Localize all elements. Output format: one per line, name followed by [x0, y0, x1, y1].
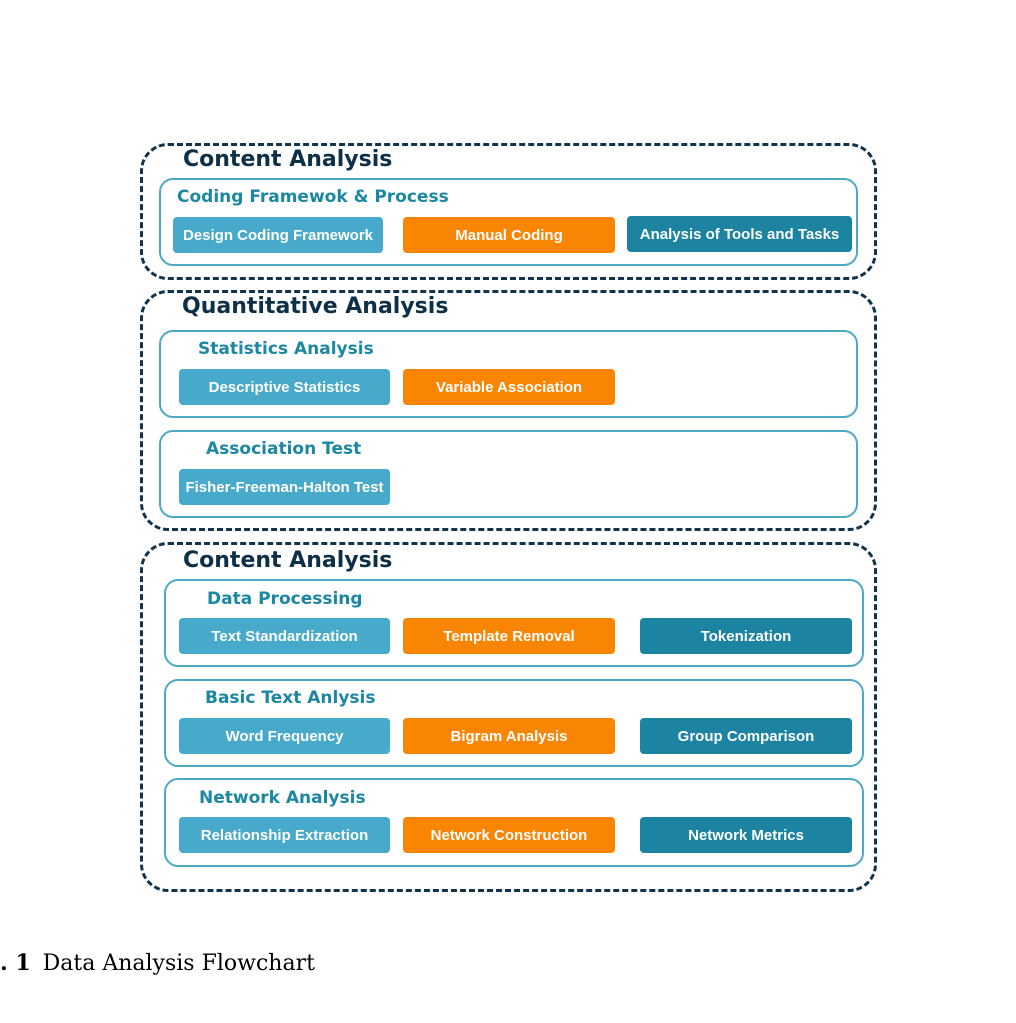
group-title: Basic Text Anlysis — [205, 688, 376, 708]
section-title: Quantitative Analysis — [182, 294, 449, 319]
section-content-analysis-2 — [140, 542, 877, 892]
section-quantitative-analysis — [140, 290, 877, 531]
section-title: Content Analysis — [183, 548, 393, 573]
analysis-of-tools-and-tasks-box: Analysis of Tools and Tasks — [627, 216, 852, 252]
bigram-analysis-box: Bigram Analysis — [403, 718, 615, 754]
relationship-extraction-box: Relationship Extraction — [179, 817, 390, 853]
figure-caption: . 1 Data Analysis Flowchart — [0, 950, 315, 976]
section-title: Content Analysis — [183, 147, 393, 172]
group-title: Coding Framewok & Process — [177, 187, 449, 207]
caption-text: Data Analysis Flowchart — [42, 951, 315, 976]
network-metrics-box: Network Metrics — [640, 817, 852, 853]
group-title: Association Test — [206, 439, 362, 459]
word-frequency-box: Word Frequency — [179, 718, 390, 754]
variable-association-box: Variable Association — [403, 369, 615, 405]
group-title: Network Analysis — [199, 788, 366, 808]
group-title: Data Processing — [207, 589, 363, 609]
descriptive-statistics-box: Descriptive Statistics — [179, 369, 390, 405]
manual-coding-box: Manual Coding — [403, 217, 615, 253]
tokenization-box: Tokenization — [640, 618, 852, 654]
fisher-freeman-halton-test-box: Fisher-Freeman-Halton Test — [179, 469, 390, 505]
figure-number: . 1 — [0, 950, 31, 976]
design-coding-framework-box: Design Coding Framework — [173, 217, 383, 253]
text-standardization-box: Text Standardization — [179, 618, 390, 654]
group-title: Statistics Analysis — [198, 339, 374, 359]
group-comparison-box: Group Comparison — [640, 718, 852, 754]
section-content-analysis-1 — [140, 143, 877, 280]
template-removal-box: Template Removal — [403, 618, 615, 654]
network-construction-box: Network Construction — [403, 817, 615, 853]
